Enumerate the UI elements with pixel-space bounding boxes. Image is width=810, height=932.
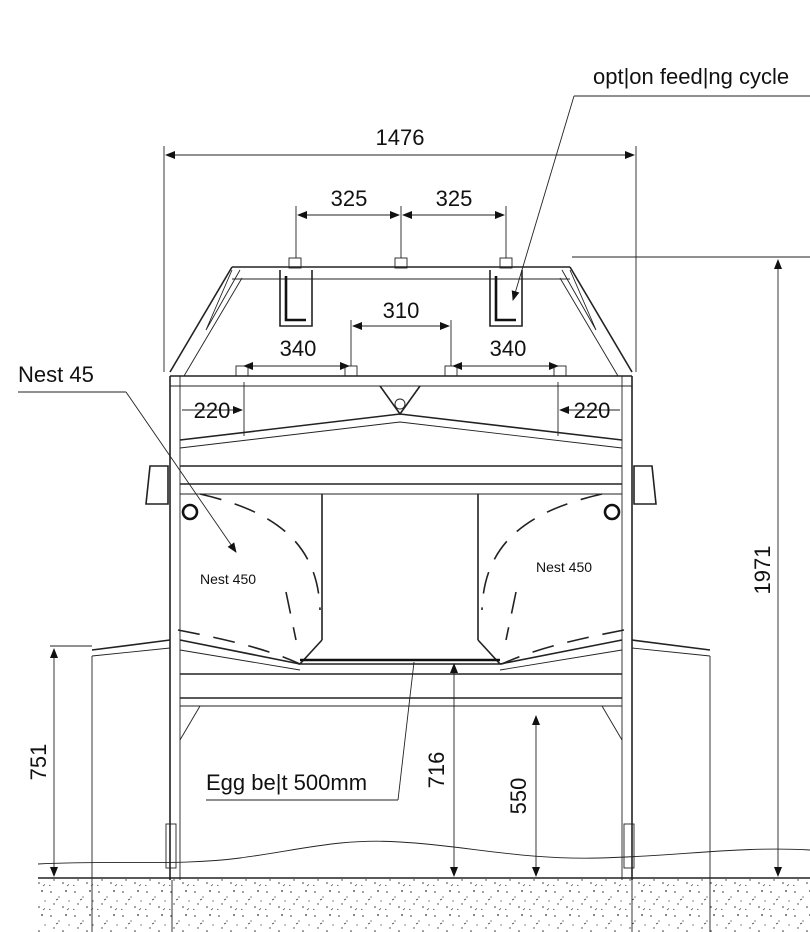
foot-height-label: 751 bbox=[26, 744, 51, 781]
cage-body bbox=[91, 365, 711, 880]
dim-overall-width: 1476 bbox=[163, 125, 637, 372]
callout-feeding-option: opt|on feed|ng cycle bbox=[511, 64, 810, 301]
callout-egg-belt: Egg be|t 500mm bbox=[206, 661, 415, 801]
roof-frame bbox=[169, 257, 633, 377]
left-spacing-label: 325 bbox=[331, 186, 368, 211]
left-slope-label: 220 bbox=[194, 398, 231, 423]
dim-trough-width: 340 340 bbox=[243, 336, 559, 370]
nest-flaps bbox=[177, 493, 625, 665]
ground bbox=[37, 840, 810, 932]
right-trough-label: 340 bbox=[490, 336, 527, 361]
right-spacing-label: 325 bbox=[436, 186, 473, 211]
dim-belt-height: 716 bbox=[424, 663, 458, 877]
center-spacing-label: 310 bbox=[383, 298, 420, 323]
feeding-option-label: opt|on feed|ng cycle bbox=[593, 64, 789, 89]
callout-nest-main: Nest 45 bbox=[18, 362, 237, 553]
total-height-label: 1971 bbox=[750, 546, 775, 595]
overall-width-label: 1476 bbox=[376, 125, 425, 150]
bottom-clearance-label: 550 bbox=[506, 778, 531, 815]
nest-main-label: Nest 45 bbox=[18, 362, 94, 387]
nest-right-label: Nest 450 bbox=[536, 559, 592, 575]
dim-foot-height: 751 bbox=[26, 645, 93, 932]
right-slope-label: 220 bbox=[574, 398, 611, 423]
nest-left-label: Nest 450 bbox=[200, 571, 256, 587]
belt-height-label: 716 bbox=[424, 752, 449, 789]
dim-center-spacing: 310 bbox=[350, 298, 452, 366]
egg-belt-label: Egg be|t 500mm bbox=[206, 770, 367, 795]
dim-top-spacing: 325 325 bbox=[295, 186, 507, 258]
dim-total-height: 1971 bbox=[572, 256, 810, 877]
dim-slope: 220 220 bbox=[182, 382, 620, 436]
dim-bottom-clearance: 550 bbox=[506, 715, 540, 877]
left-trough-label: 340 bbox=[280, 336, 317, 361]
